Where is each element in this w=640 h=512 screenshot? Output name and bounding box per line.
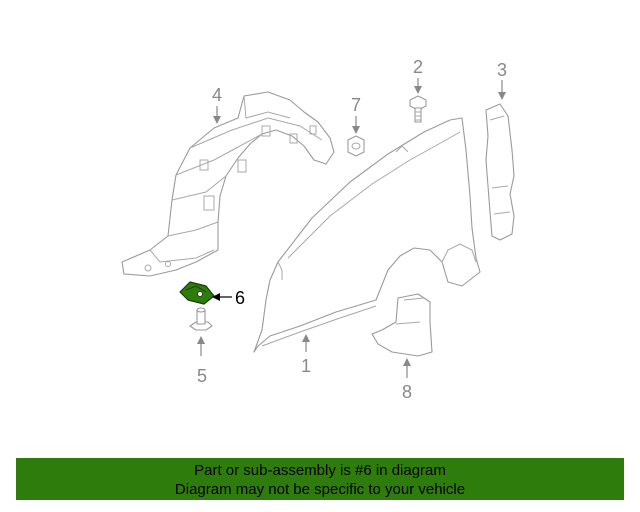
callout-7: 7 bbox=[351, 95, 361, 115]
callout-4: 4 bbox=[212, 85, 222, 105]
callout-2: 2 bbox=[413, 57, 423, 77]
callout-1: 1 bbox=[301, 356, 311, 376]
part-3-fender-seal[interactable] bbox=[485, 103, 515, 241]
callout-arrow-4 bbox=[213, 106, 221, 124]
part-7-clip-nut[interactable] bbox=[347, 135, 365, 157]
callout-arrow-5 bbox=[197, 336, 205, 356]
callout-arrow-1 bbox=[302, 334, 310, 352]
banner-line-1: Part or sub-assembly is #6 in diagram bbox=[194, 462, 446, 479]
part-8-mud-flap[interactable] bbox=[371, 293, 433, 357]
part-2-bolt[interactable] bbox=[409, 95, 427, 123]
callout-arrow-8 bbox=[403, 358, 411, 378]
callout-8: 8 bbox=[402, 382, 412, 402]
callout-arrow-2 bbox=[414, 78, 422, 94]
info-banner: Part or sub-assembly is #6 in diagram Di… bbox=[16, 458, 624, 500]
callout-6: 6 bbox=[235, 288, 245, 308]
part-1-fender[interactable] bbox=[253, 117, 481, 353]
part-6-clip-highlighted[interactable] bbox=[179, 281, 215, 305]
callout-arrow-6 bbox=[212, 293, 232, 301]
callout-5: 5 bbox=[197, 366, 207, 386]
part-4-fender-liner[interactable] bbox=[121, 91, 335, 277]
callout-arrow-7 bbox=[352, 116, 360, 134]
part-5-pin[interactable] bbox=[189, 307, 213, 331]
banner-line-2: Diagram may not be specific to your vehi… bbox=[174, 481, 466, 498]
callout-arrow-3 bbox=[498, 80, 506, 100]
callout-3: 3 bbox=[497, 60, 507, 80]
